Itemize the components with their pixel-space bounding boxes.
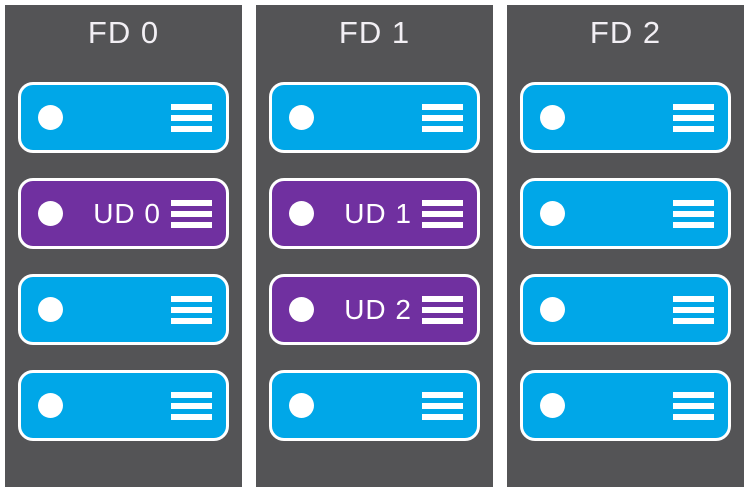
server-node — [18, 370, 229, 441]
status-dot-icon — [540, 105, 565, 130]
vent-line — [422, 317, 463, 324]
status-dot-icon — [289, 297, 314, 322]
vent-lines-icon — [171, 103, 212, 132]
server-node — [269, 370, 480, 441]
vent-line — [673, 125, 714, 132]
vent-line — [673, 295, 714, 302]
vent-lines-icon — [673, 199, 714, 228]
server-node-update-domain: UD 2 — [269, 274, 480, 345]
status-dot-icon — [38, 297, 63, 322]
update-domain-label: UD 2 — [344, 293, 412, 325]
vent-line — [171, 317, 212, 324]
server-node-update-domain: UD 0 — [18, 178, 229, 249]
vent-lines-icon — [673, 295, 714, 324]
vent-line — [673, 306, 714, 313]
fault-domain-panel-0: FD 0 UD 0 — [5, 5, 242, 487]
status-dot-icon — [289, 201, 314, 226]
vent-line — [171, 125, 212, 132]
vent-line — [422, 402, 463, 409]
vent-lines-icon — [422, 199, 463, 228]
server-node-update-domain: UD 1 — [269, 178, 480, 249]
vent-lines-icon — [422, 391, 463, 420]
vent-lines-icon — [171, 199, 212, 228]
vent-line — [171, 391, 212, 398]
vent-line — [422, 199, 463, 206]
server-node — [520, 370, 731, 441]
vent-line — [673, 210, 714, 217]
vent-line — [673, 103, 714, 110]
server-rack: UD 0 — [5, 82, 242, 441]
vent-line — [422, 210, 463, 217]
vent-line — [171, 199, 212, 206]
vent-line — [673, 221, 714, 228]
status-dot-icon — [289, 105, 314, 130]
fault-domain-panel-2: FD 2 — [507, 5, 744, 487]
vent-line — [171, 413, 212, 420]
vent-line — [171, 306, 212, 313]
vent-lines-icon — [171, 295, 212, 324]
vent-line — [422, 103, 463, 110]
vent-line — [673, 413, 714, 420]
status-dot-icon — [289, 393, 314, 418]
server-node — [18, 274, 229, 345]
vent-line — [422, 306, 463, 313]
vent-line — [171, 103, 212, 110]
vent-lines-icon — [422, 103, 463, 132]
vent-line — [171, 210, 212, 217]
vent-lines-icon — [673, 103, 714, 132]
fault-domain-title: FD 0 — [87, 15, 160, 50]
server-node — [520, 178, 731, 249]
status-dot-icon — [540, 297, 565, 322]
server-rack — [507, 82, 744, 441]
vent-line — [673, 391, 714, 398]
vent-line — [422, 125, 463, 132]
vent-line — [673, 199, 714, 206]
fault-domain-panel-1: FD 1 UD 1 UD 2 — [256, 5, 493, 487]
server-rack: UD 1 UD 2 — [256, 82, 493, 441]
fault-domain-title: FD 1 — [338, 15, 411, 50]
vent-line — [422, 391, 463, 398]
vent-line — [673, 114, 714, 121]
server-node — [18, 82, 229, 153]
status-dot-icon — [38, 393, 63, 418]
vent-line — [673, 317, 714, 324]
vent-line — [422, 413, 463, 420]
update-domain-label: UD 1 — [344, 197, 412, 229]
vent-lines-icon — [673, 391, 714, 420]
status-dot-icon — [38, 105, 63, 130]
vent-line — [422, 295, 463, 302]
vent-line — [673, 402, 714, 409]
server-node — [269, 82, 480, 153]
fault-domain-title: FD 2 — [589, 15, 662, 50]
vent-lines-icon — [171, 391, 212, 420]
vent-line — [422, 221, 463, 228]
server-node — [520, 274, 731, 345]
status-dot-icon — [38, 201, 63, 226]
update-domain-label: UD 0 — [93, 197, 161, 229]
status-dot-icon — [540, 201, 565, 226]
vent-line — [422, 114, 463, 121]
server-node — [520, 82, 731, 153]
vent-line — [171, 114, 212, 121]
vent-line — [171, 221, 212, 228]
vent-line — [171, 402, 212, 409]
vent-lines-icon — [422, 295, 463, 324]
status-dot-icon — [540, 393, 565, 418]
vent-line — [171, 295, 212, 302]
